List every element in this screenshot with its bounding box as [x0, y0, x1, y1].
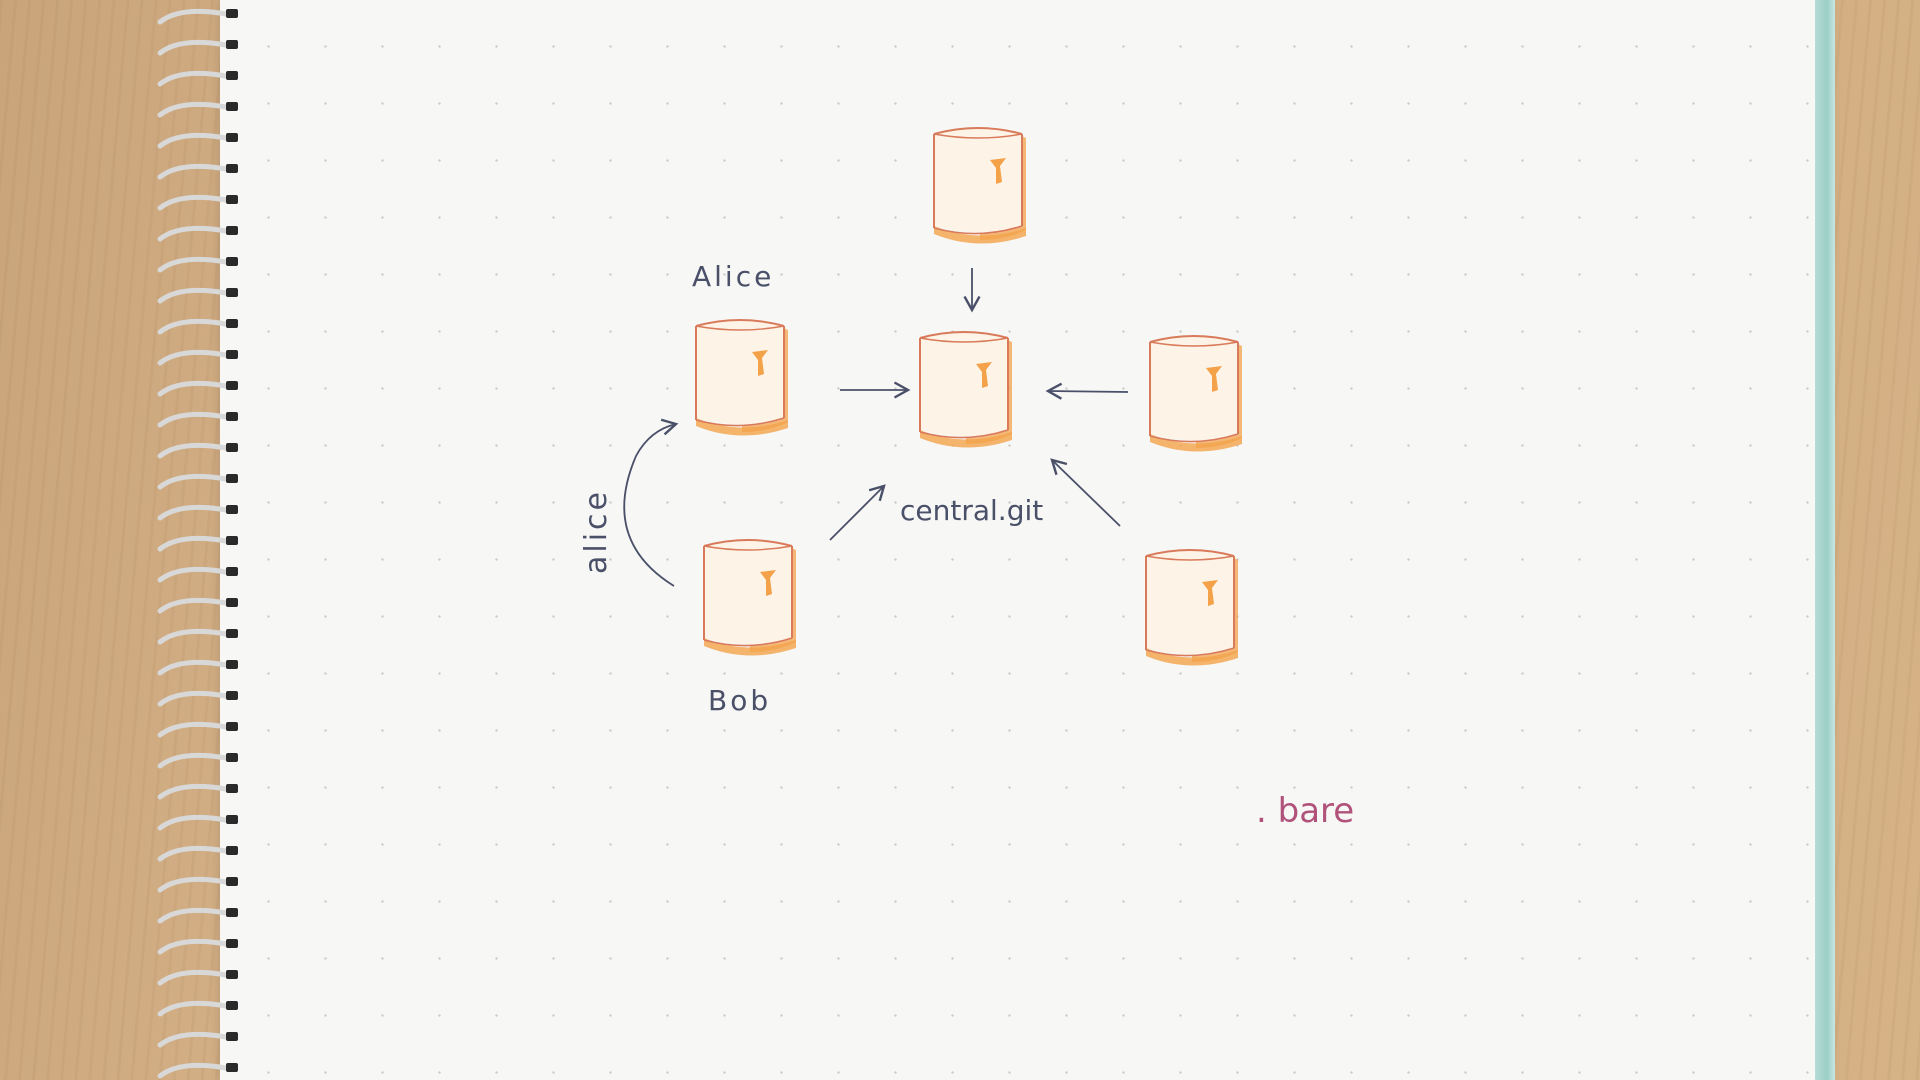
spiral-ring: [157, 628, 229, 645]
spiral-ring: [157, 101, 229, 118]
spiral-ring: [157, 597, 229, 614]
spiral-hole: [226, 257, 238, 266]
spiral-hole: [226, 846, 238, 855]
spiral-hole: [226, 443, 238, 452]
spiral-hole: [226, 505, 238, 514]
repo-bottom-right: [1145, 549, 1239, 667]
spiral-hole: [226, 660, 238, 669]
spiral-ring: [157, 194, 229, 211]
spiral-ring: [157, 1031, 229, 1048]
spiral-ring: [157, 535, 229, 552]
spiral-hole: [226, 412, 238, 421]
spiral-ring: [157, 318, 229, 335]
spiral-hole: [226, 970, 238, 979]
repo-bob: [703, 539, 797, 657]
spiral-hole: [226, 40, 238, 49]
spiral-ring: [157, 938, 229, 955]
spiral-ring: [157, 659, 229, 676]
alice-remote-label: alice: [579, 489, 614, 574]
spiral-hole: [226, 133, 238, 142]
spiral-hole: [226, 908, 238, 917]
spiral-ring: [157, 411, 229, 428]
bob-label: Bob: [708, 684, 771, 717]
spiral-ring: [157, 690, 229, 707]
central-git-label: central.git: [900, 494, 1043, 527]
spiral-hole: [226, 939, 238, 948]
spiral-ring: [157, 132, 229, 149]
spiral-hole: [226, 381, 238, 390]
spiral-hole: [226, 877, 238, 886]
spiral-ring: [157, 256, 229, 273]
spiral-ring: [157, 39, 229, 56]
bare-note: . bare: [1256, 791, 1354, 831]
spiral-ring: [157, 969, 229, 986]
spiral-binding: [157, 8, 238, 1079]
spiral-hole: [226, 691, 238, 700]
spiral-ring: [157, 566, 229, 583]
spiral-hole: [226, 71, 238, 80]
spiral-ring: [157, 442, 229, 459]
spiral-hole: [226, 474, 238, 483]
spiral-hole: [226, 598, 238, 607]
arrow-right-to-central: [1045, 382, 1129, 400]
repo-central: [919, 331, 1013, 449]
arrow-bob-to-alice: [623, 418, 679, 587]
spiral-ring: [157, 8, 229, 25]
spiral-ring: [157, 814, 229, 831]
spiral-ring: [157, 287, 229, 304]
spiral-ring: [157, 225, 229, 242]
spiral-hole: [226, 815, 238, 824]
spiral-hole: [226, 9, 238, 18]
spiral-ring: [157, 752, 229, 769]
spiral-hole: [226, 1063, 238, 1072]
spiral-hole: [226, 722, 238, 731]
spiral-ring: [157, 876, 229, 893]
spiral-hole: [226, 319, 238, 328]
spiral-hole: [226, 288, 238, 297]
spiral-ring: [157, 349, 229, 366]
spiral-ring: [157, 163, 229, 180]
spiral-ring: [157, 380, 229, 397]
arrow-bottom-right-to-central: [1050, 458, 1121, 527]
repo-alice: [695, 319, 789, 437]
spiral-ring: [157, 1062, 229, 1079]
spiral-ring: [157, 907, 229, 924]
spiral-ring: [157, 504, 229, 521]
spiral-hole: [226, 226, 238, 235]
spiral-hole: [226, 753, 238, 762]
arrow-bob-to-central: [829, 484, 886, 541]
spiral-hole: [226, 195, 238, 204]
spiral-hole: [226, 102, 238, 111]
spiral-hole: [226, 1001, 238, 1010]
repo-top: [933, 127, 1027, 245]
spiral-hole: [226, 350, 238, 359]
spiral-ring: [157, 721, 229, 738]
spiral-ring: [157, 473, 229, 490]
spiral-hole: [226, 784, 238, 793]
spiral-hole: [226, 567, 238, 576]
spiral-hole: [226, 1032, 238, 1041]
spiral-ring: [157, 1000, 229, 1017]
spiral-hole: [226, 536, 238, 545]
spiral-ring: [157, 783, 229, 800]
spiral-ring: [157, 70, 229, 87]
repo-right: [1149, 335, 1243, 453]
spiral-ring: [157, 845, 229, 862]
alice-label: Alice: [692, 260, 774, 293]
spiral-hole: [226, 629, 238, 638]
spiral-hole: [226, 164, 238, 173]
notebook-cover-edge: [1815, 0, 1835, 1080]
